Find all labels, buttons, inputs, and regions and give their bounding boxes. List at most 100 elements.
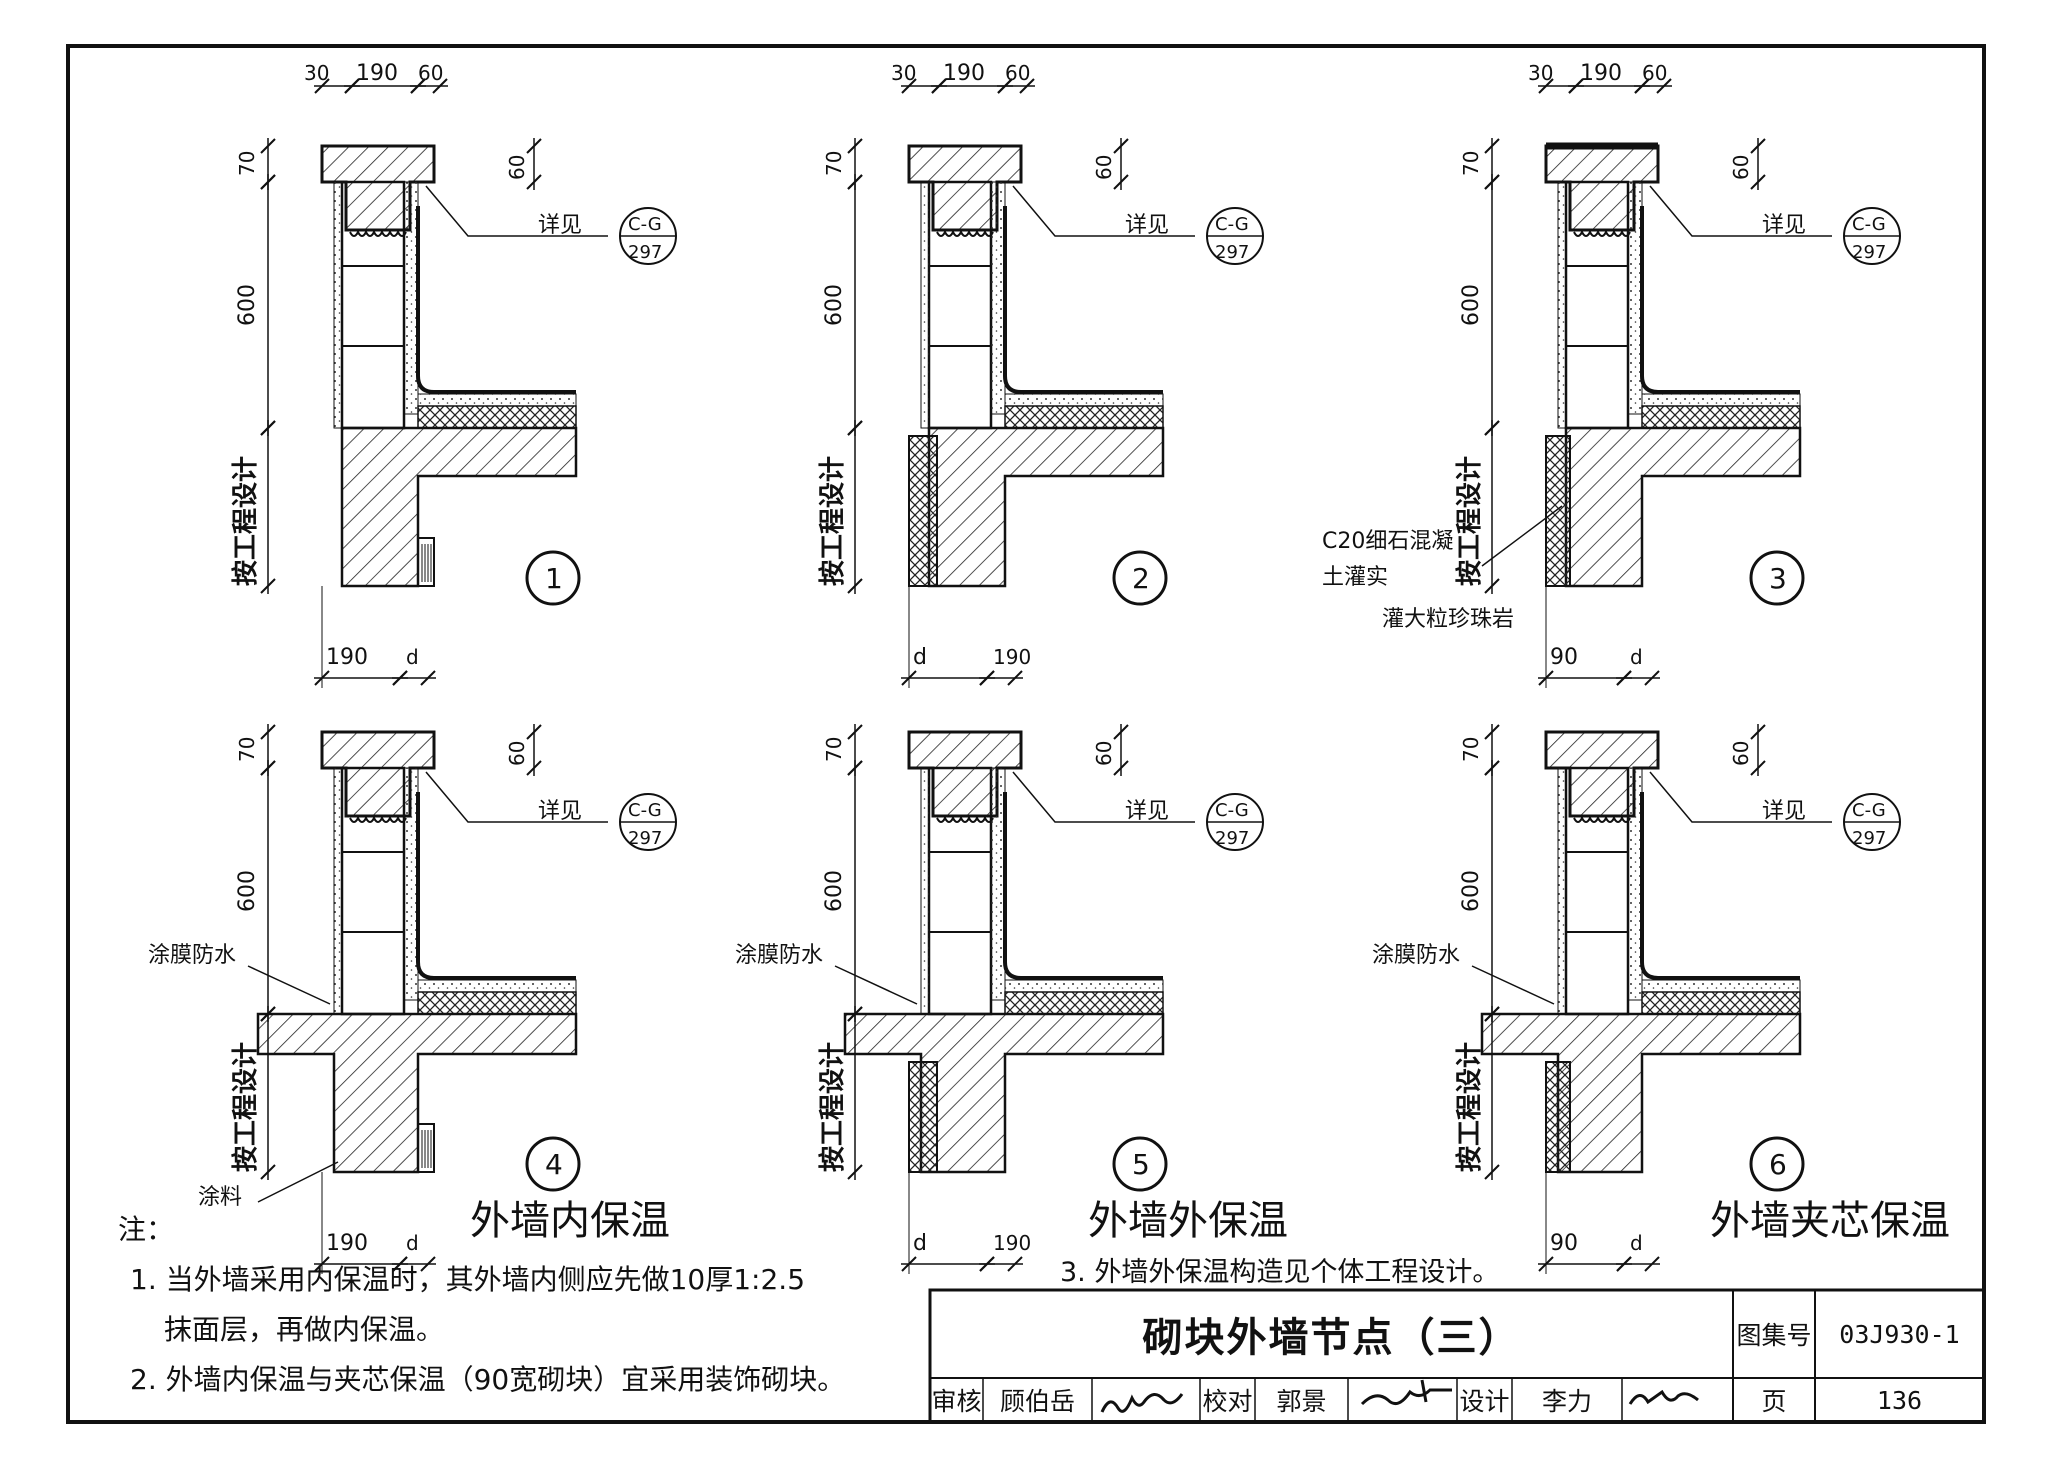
ref-leader [1012,771,1195,823]
ref-text: 详见 [538,213,582,238]
dim-tick [1656,78,1672,94]
dim-tick [344,78,360,94]
dim-tick [420,670,436,686]
ref-bottom-text: 297 [1852,242,1886,263]
flashing [416,792,576,980]
beam-slab [1480,1012,1802,1174]
dim-tick [260,174,276,190]
dim-tick [1007,1256,1023,1272]
flashing [1640,206,1800,394]
dim-top-label: 60 [1642,61,1667,85]
dim-tick [260,1006,276,1022]
flashing [1003,792,1163,980]
dim-tick [260,724,276,740]
screed-layer [417,979,577,993]
dim-side-label: 600 [1459,870,1484,912]
dim-tick [1113,724,1129,740]
notes-heading: 注： [118,1213,175,1246]
ref-top-text: C-G [628,800,662,821]
title-block [928,1288,1986,1424]
dim-tick [1750,138,1766,154]
reviewer-name: 顾伯岳 [999,1387,1075,1416]
dim-tick [1113,138,1129,154]
dim-tick [847,578,863,594]
annotation-leader [834,965,918,1005]
dim-tick [1113,174,1129,190]
dim-tick [314,78,330,94]
dim-tick [847,174,863,190]
ref-text: 详见 [1125,213,1169,238]
dim-side-label: 60 [1729,155,1753,180]
dim-tick [526,138,542,154]
dim-tick [1644,670,1660,686]
side-label: 按工程设计 [1454,1042,1485,1172]
detail-number-circle [1112,1136,1168,1192]
dim-bottom-label: 90 [1550,645,1578,670]
annotation-waterproofing: 涂膜防水 [735,943,823,968]
dim-tick [420,1256,436,1272]
dim-bottom-label: d [406,1231,419,1255]
design-label: 设计 [1459,1387,1510,1416]
annotation-leader [1481,505,1563,567]
ref-leader [1012,185,1195,237]
dim-tick [392,1256,408,1272]
dim-side-label: 60 [1092,155,1116,180]
dim-tick [1750,174,1766,190]
annotation-grout: C20细石混凝 [1322,529,1453,554]
detail-number: 6 [1769,1148,1787,1181]
dim-side-label: 70 [235,737,259,762]
dim-bottom-label: 190 [993,645,1031,669]
render-outer [333,767,343,1015]
checker-signature [1360,1379,1452,1406]
interior-insulation [417,537,435,587]
mortar-joint [936,815,994,823]
section-title-cavity: 外墙夹芯保温 [1710,1198,1950,1244]
beam-slab [340,426,578,588]
render-outer [1557,767,1567,1015]
dim-tick [526,724,542,740]
dim-tick [260,138,276,154]
flashing [1640,792,1800,980]
detail-number: 1 [545,562,563,595]
ref-top-text: C-G [1852,800,1886,821]
dim-side-label: 600 [1459,284,1484,326]
ref-bottom-text: 297 [628,242,662,263]
check-label: 校对 [1202,1387,1253,1416]
annotation-perlite: 灌大粒珍珠岩 [1382,607,1514,632]
dim-bottom-label: d [913,1231,927,1256]
dim-tick [392,670,408,686]
dim-bottom-label: 90 [1550,1231,1578,1256]
dim-bottom-label: d [1630,645,1643,669]
screed-layer [1641,393,1801,407]
render-outer [1557,181,1567,429]
render-outer [333,181,343,429]
dim-tick [847,138,863,154]
dim-side-label: 60 [505,741,529,766]
detail-number-circle [525,550,581,606]
roof-insulation [1641,405,1801,429]
ref-top-text: C-G [1852,214,1886,235]
dim-tick [997,78,1013,94]
dim-top-label: 60 [418,61,443,85]
mortar-joint [936,229,994,237]
side-label: 按工程设计 [817,456,848,586]
dim-bottom-label: d [1630,1231,1643,1255]
mortar-joint [349,229,407,237]
ref-bottom-text: 297 [628,828,662,849]
dim-tick [432,78,448,94]
ref-bottom-text: 297 [1852,828,1886,849]
side-label: 按工程设计 [230,1042,261,1172]
dim-tick [1484,578,1500,594]
dim-tick [1113,760,1129,776]
dim-tick [1484,174,1500,190]
ref-leader [1649,771,1832,823]
detail-number: 5 [1132,1148,1150,1181]
dim-tick [847,420,863,436]
dim-tick [1484,138,1500,154]
side-label: 按工程设计 [230,456,261,586]
dim-tick [1484,724,1500,740]
dim-tick [1616,670,1632,686]
exterior-insulation [908,435,938,587]
